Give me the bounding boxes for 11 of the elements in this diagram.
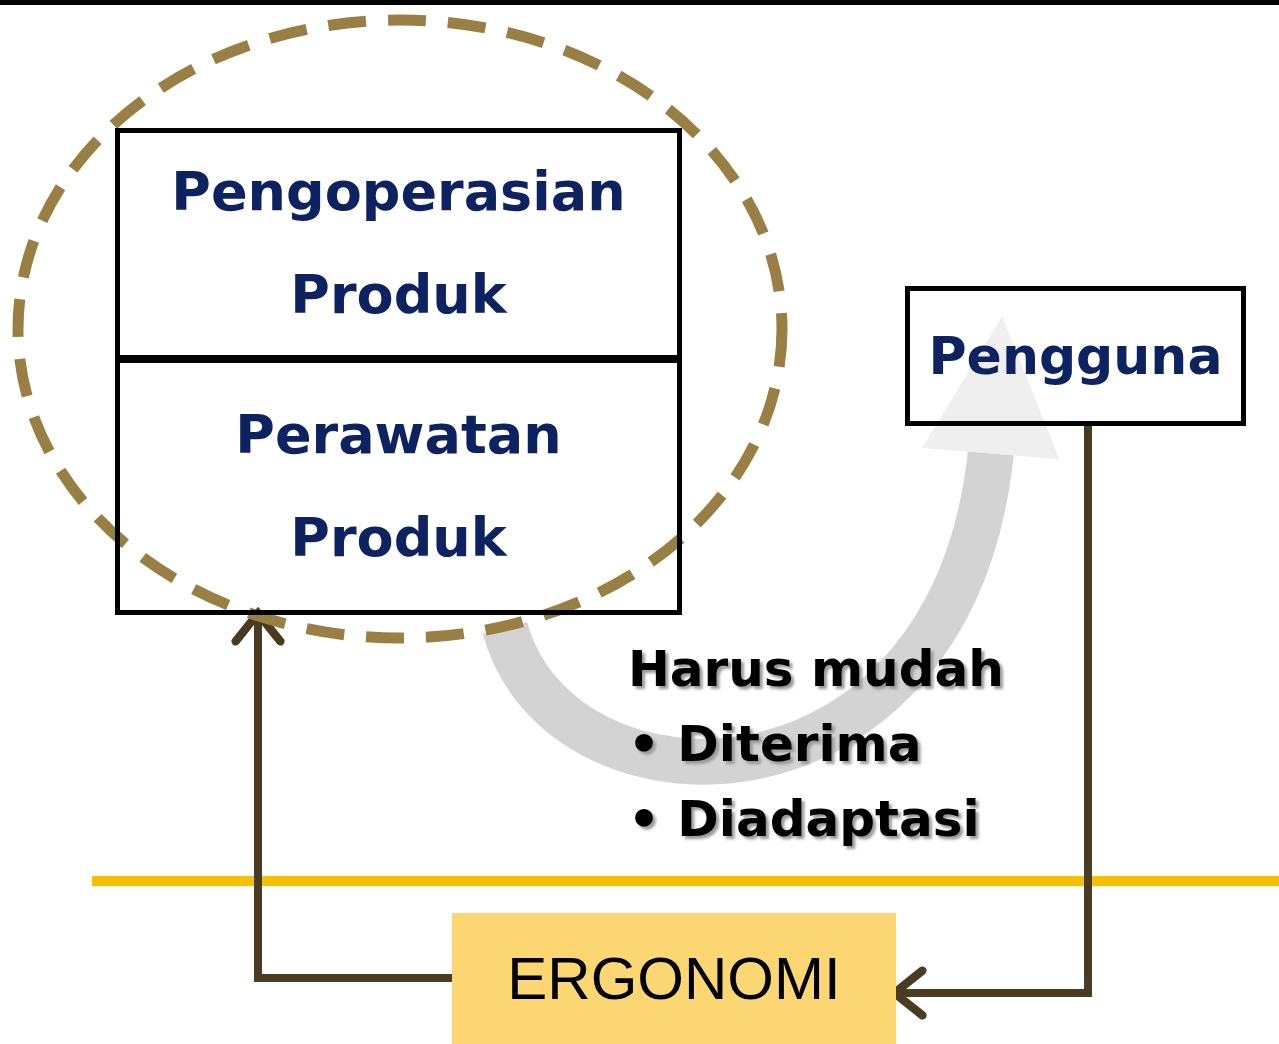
arrow [484, 317, 1058, 785]
node-text: Pengoperasian Produk [170, 159, 627, 328]
note-text: • Diterima [628, 714, 923, 775]
node-text: Pengguna [928, 325, 1223, 388]
node-text: ERGONOMI [507, 943, 841, 1014]
text-box [905, 286, 1246, 426]
note-text: • Diadaptasi [628, 789, 981, 850]
note-text: Harus mudah [628, 639, 1004, 700]
node-text: Perawatan Produk [234, 401, 563, 571]
highlight-box [452, 913, 896, 1044]
dashed-ellipse [12, 12, 788, 646]
